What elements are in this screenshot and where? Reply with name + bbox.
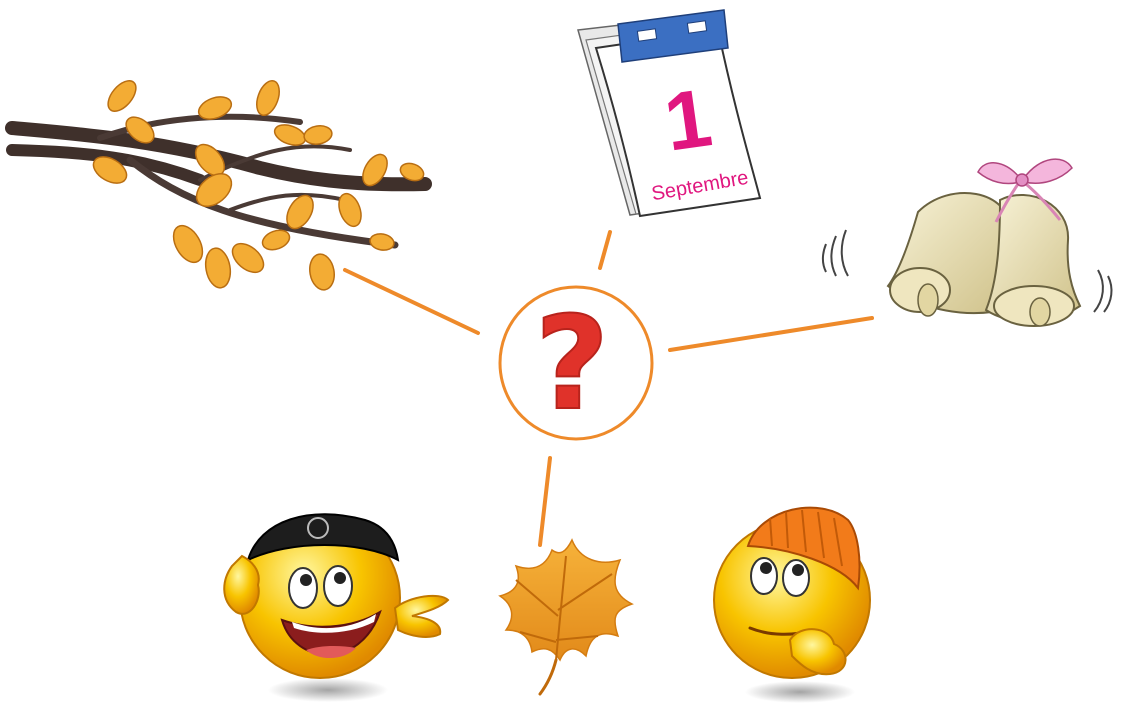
smiley-with-cap (224, 514, 448, 702)
thinking-smiley-with-beanie (714, 508, 870, 703)
question-node: ? (500, 287, 652, 439)
connector-branch (345, 270, 478, 333)
bells-illustration (823, 159, 1111, 326)
question-mark: ? (535, 290, 609, 439)
connector-leaf (540, 458, 550, 545)
connector-bells (670, 318, 872, 350)
calendar-illustration: 1 Septembre (578, 10, 760, 216)
autumn-leaf-illustration (500, 540, 632, 694)
connector-calendar (600, 232, 610, 268)
branch-illustration (12, 76, 426, 292)
